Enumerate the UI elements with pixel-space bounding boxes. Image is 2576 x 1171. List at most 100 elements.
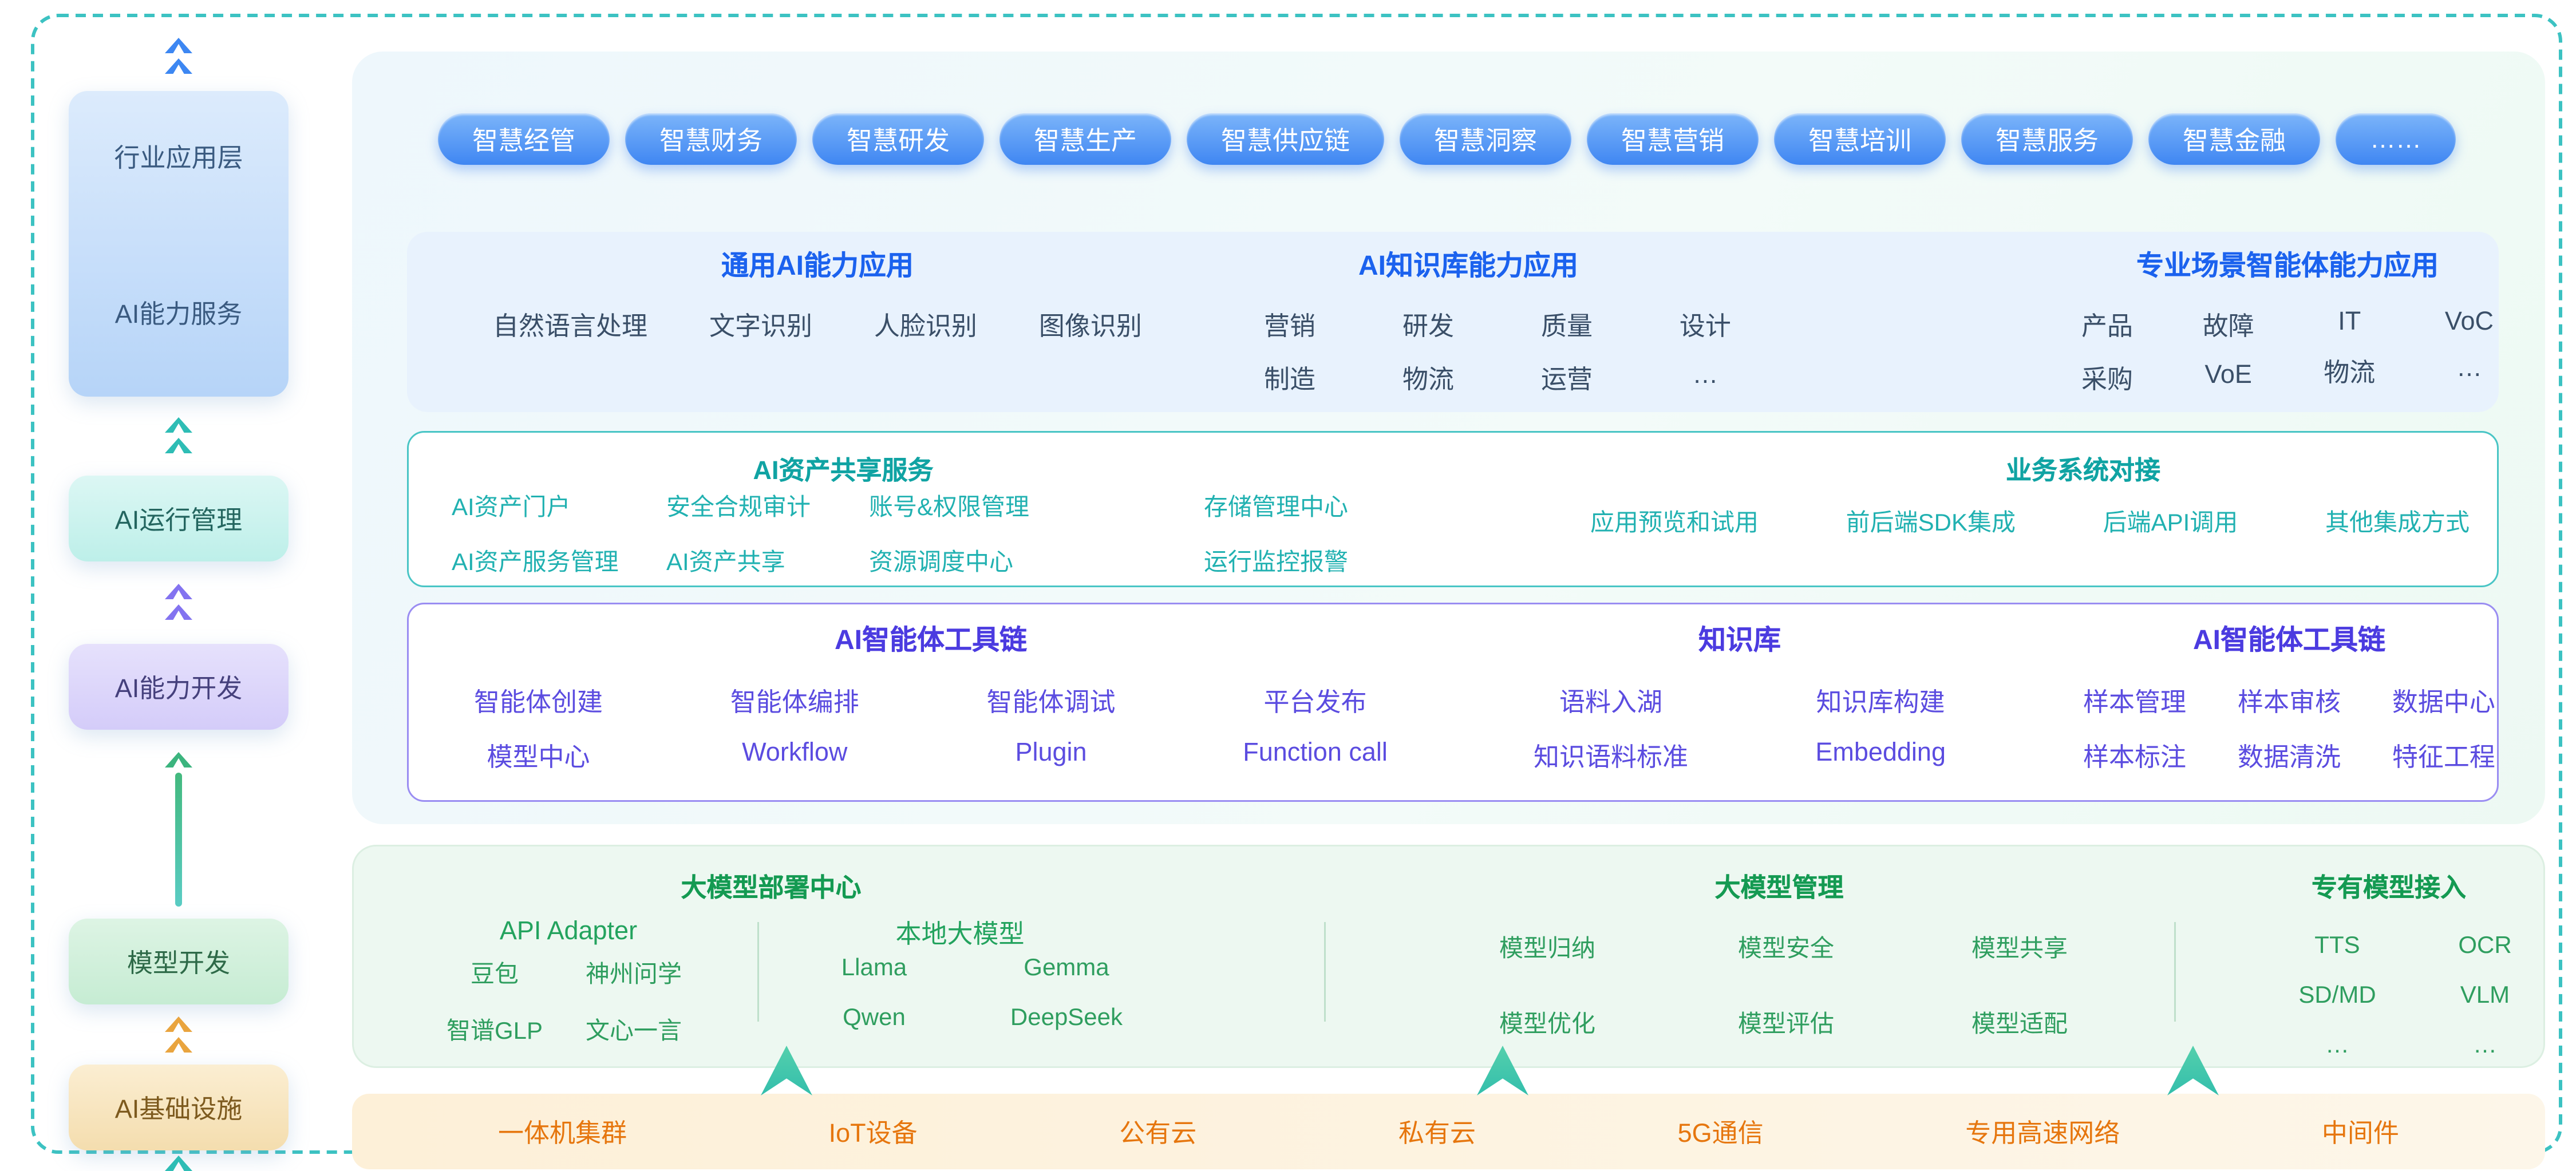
asset-column: 存储管理中心 运行监控报警: [1204, 489, 1348, 579]
capability-item: 质量: [1540, 312, 1593, 342]
asset-item: 资源调度中心: [869, 548, 1013, 575]
capability-item: 人脸识别: [874, 312, 977, 342]
toolchain-item: 智能体调试: [986, 689, 1116, 718]
model-item: Gemma: [1024, 953, 1109, 980]
toolchain-item: Function call: [1243, 738, 1388, 768]
chevron-up-icon: [165, 1016, 192, 1053]
capability-item: 产品: [2081, 312, 2134, 342]
asset-item: 存储管理中心: [1204, 493, 1348, 520]
model-item: TTS: [2314, 931, 2360, 958]
infra-item: 专用高速网络: [1965, 1118, 2120, 1148]
api-adapter-subtitle: API Adapter: [499, 917, 638, 946]
app-pill[interactable]: 智慧供应链: [1187, 113, 1385, 165]
asset-column: 账号&权限管理 资源调度中心: [869, 489, 1029, 579]
biz-connect-items: 应用预览和试用 前后端SDK集成 后端API调用 其他集成方式: [1590, 505, 2470, 539]
app-pill[interactable]: 智慧营销: [1587, 113, 1759, 165]
infra-item: 一体机集群: [498, 1118, 627, 1148]
model-item: 智谱GLP: [446, 1016, 543, 1044]
layer-label: AI运行管理: [114, 505, 243, 535]
model-item: 模型优化: [1499, 1010, 1595, 1037]
chevron-up-icon: [165, 1156, 192, 1171]
model-column: OCR VLM …: [2423, 931, 2547, 1058]
asset-item: 安全合规审计: [666, 493, 811, 520]
group-title: AI智能体工具链: [834, 627, 1027, 656]
asset-column: 安全合规审计 AI资产共享: [666, 489, 811, 579]
data-toolchain-group: AI智能体工具链 样本管理 样本标注 样本审核 数据清洗 数据中心 特征工程: [2083, 627, 2495, 774]
capability-item: 设计: [1679, 312, 1731, 342]
model-item: 神州问学: [586, 960, 682, 987]
capability-item: 文字识别: [709, 312, 812, 342]
model-item: …: [2325, 1030, 2349, 1058]
toolchain-item: 智能体创建: [474, 689, 603, 718]
model-column: Gemma DeepSeek: [998, 953, 1135, 1030]
capability-item: VoC: [2444, 307, 2494, 337]
app-pill[interactable]: 智慧财务: [625, 113, 797, 165]
toolchain-item: 智能体编排: [730, 689, 859, 718]
infra-item: 中间件: [2321, 1118, 2399, 1148]
capability-item: 物流: [1402, 366, 1455, 395]
toolchain-item: 语料入湖: [1559, 689, 1663, 718]
capability-item: 运营: [1540, 366, 1593, 395]
biz-connect-title: 业务系统对接: [2005, 457, 2160, 486]
infra-item: 公有云: [1119, 1118, 1197, 1148]
model-item: Llama: [841, 953, 907, 980]
layer-label: 模型开发: [127, 948, 230, 978]
toolchain-item: 平台发布: [1263, 689, 1367, 718]
capability-item: 图像识别: [1038, 312, 1142, 342]
layer-label: AI能力开发: [114, 674, 243, 703]
capability-item: IT: [2338, 307, 2361, 337]
model-manage-title: 大模型管理: [1714, 874, 1844, 903]
capability-item: …: [2456, 354, 2482, 383]
group-title: 专业场景智能体能力应用: [2136, 252, 2439, 282]
arrow-tail: [175, 773, 182, 907]
model-item: 模型共享: [1971, 934, 2068, 962]
divider: [2174, 922, 2176, 1022]
sidebar-layer-ai-infrastructure: AI基础设施: [69, 1065, 289, 1150]
chevron-up-icon: [165, 38, 192, 74]
chevron-up-icon: [165, 38, 192, 53]
toolchain-item: 特征工程: [2392, 743, 2495, 773]
toolchain-item: 知识库构建: [1816, 689, 1945, 718]
app-pill[interactable]: 智慧生产: [999, 113, 1172, 165]
chevron-up-icon: [165, 1156, 192, 1171]
model-item: 模型归纳: [1499, 934, 1595, 962]
sidebar-layer-ai-operation: AI运行管理: [69, 476, 289, 561]
dedicated-model-title: 专有模型接入: [2311, 874, 2466, 903]
asset-item: AI资产服务管理: [452, 548, 619, 575]
capability-item: 故障: [2202, 312, 2254, 342]
model-item: 模型安全: [1738, 934, 1834, 962]
toolchain-item: 样本审核: [2237, 689, 2341, 718]
toolchain-item: 数据中心: [2392, 689, 2495, 718]
model-item: VLM: [2460, 980, 2510, 1008]
group-title: 知识库: [1698, 627, 1781, 656]
model-column: 模型安全 模型评估: [1717, 931, 1855, 1041]
divider: [757, 922, 759, 1022]
app-pill[interactable]: 智慧经管: [438, 113, 610, 165]
chevron-up-icon: [165, 584, 192, 620]
app-pill[interactable]: ……: [2336, 113, 2456, 165]
smart-app-pill-row: 智慧经管 智慧财务 智慧研发 智慧生产 智慧供应链 智慧洞察 智慧营销 智慧培训…: [438, 113, 2456, 165]
chevron-up-icon: [165, 604, 192, 620]
app-pill[interactable]: 智慧研发: [812, 113, 985, 165]
app-pill[interactable]: 智慧培训: [1774, 113, 1946, 165]
biz-item: 前后端SDK集成: [1846, 508, 2016, 536]
toolchain-item: Embedding: [1815, 738, 1946, 768]
divider: [1324, 922, 1326, 1022]
chevron-up-icon: [165, 417, 192, 453]
model-deploy-title: 大模型部署中心: [681, 874, 862, 903]
asset-item: AI资产门户: [452, 493, 571, 520]
ai-knowledge-capability-group: AI知识库能力应用 营销 制造 研发 物流 质量 运营 设计 …: [1264, 252, 1731, 397]
infra-item: IoT设备: [828, 1118, 918, 1148]
model-column: 豆包 智谱GLP: [426, 956, 563, 1047]
capability-item: 研发: [1402, 312, 1455, 342]
app-pill[interactable]: 智慧金融: [2148, 113, 2321, 165]
app-pill[interactable]: 智慧服务: [1961, 113, 2134, 165]
infra-item: 私有云: [1398, 1118, 1476, 1148]
group-title: AI知识库能力应用: [1358, 252, 1578, 282]
model-column: 模型共享 模型适配: [1951, 931, 2088, 1041]
app-pill[interactable]: 智慧洞察: [1400, 113, 1572, 165]
chevron-up-icon: [165, 752, 192, 768]
model-column: 模型归纳 模型优化: [1479, 931, 1616, 1041]
biz-item: 其他集成方式: [2325, 508, 2470, 536]
biz-item: 应用预览和试用: [1590, 508, 1759, 536]
